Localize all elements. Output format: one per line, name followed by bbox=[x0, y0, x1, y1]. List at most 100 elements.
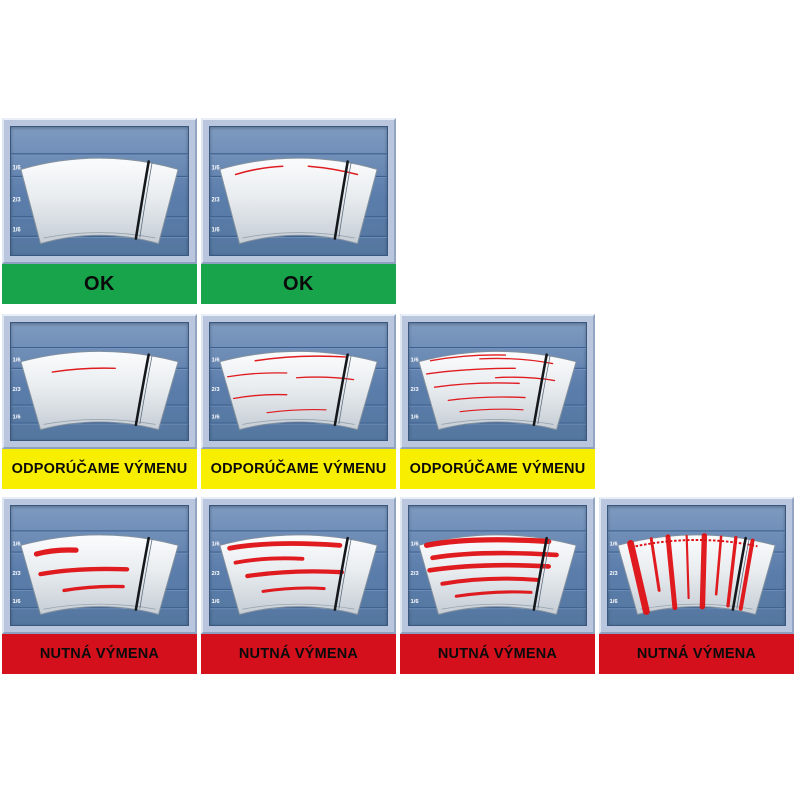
sweep-lower-arc bbox=[242, 603, 355, 610]
wiper-blade bbox=[532, 353, 548, 427]
sweep-lower-arc bbox=[441, 603, 554, 610]
zone-label: 1/6 bbox=[211, 541, 220, 547]
status-band-recommend: ODPORÚČAME VÝMENU bbox=[400, 449, 595, 489]
wiper-blade bbox=[532, 536, 548, 611]
zone-label: 1/6 bbox=[609, 541, 618, 547]
zone-label: 1/6 bbox=[410, 358, 418, 364]
wear-streak bbox=[234, 165, 284, 176]
zone-label: 1/6 bbox=[12, 599, 21, 605]
zone-label: 1/6 bbox=[211, 165, 220, 171]
wiper-blade-shadow bbox=[338, 539, 352, 609]
zone-label: 2/3 bbox=[609, 571, 618, 577]
status-band-recommend: ODPORÚČAME VÝMENU bbox=[201, 449, 396, 489]
windshield-shape bbox=[219, 350, 378, 431]
zone-label: 1/6 bbox=[410, 599, 419, 605]
wiper-blade bbox=[333, 160, 349, 240]
wear-streak bbox=[433, 382, 520, 388]
wiper-test-svg: 1/62/31/6 bbox=[409, 346, 586, 431]
wiper-blade-shadow bbox=[537, 355, 551, 425]
windshield-shape bbox=[20, 350, 179, 431]
wear-streak bbox=[261, 586, 326, 593]
status-band-required: NUTNÁ VÝMENA bbox=[2, 634, 197, 674]
status-band-ok: OK bbox=[2, 264, 197, 304]
sweep-lower-arc bbox=[242, 419, 355, 425]
zone-label: 2/3 bbox=[211, 197, 220, 203]
zone-label: 1/6 bbox=[12, 541, 21, 547]
wear-streak bbox=[685, 534, 690, 600]
wiper-blade bbox=[134, 160, 150, 240]
status-band-recommend: ODPORÚČAME VÝMENU bbox=[2, 449, 197, 489]
wear-streak bbox=[38, 566, 130, 577]
wiper-blade-shadow bbox=[338, 355, 352, 425]
windshield-shape bbox=[20, 157, 179, 245]
wear-streak bbox=[430, 550, 559, 561]
wear-streak bbox=[425, 367, 516, 375]
wear-streak bbox=[714, 535, 723, 596]
sweep-lower-arc bbox=[242, 232, 355, 239]
wiper-blade-shadow bbox=[139, 539, 153, 609]
wear-streak bbox=[494, 376, 556, 382]
wear-streak bbox=[254, 355, 347, 362]
wiper-blade bbox=[333, 353, 349, 427]
wiper-test-svg: 1/62/31/6 bbox=[210, 346, 387, 431]
diagram-panel: 1/6 2/3 1/6 bbox=[10, 505, 189, 626]
sweep-lower-arc bbox=[43, 603, 156, 610]
wear-streak bbox=[232, 393, 288, 400]
zone-label: 1/6 bbox=[12, 358, 20, 364]
zone-label: 1/6 bbox=[211, 358, 219, 364]
wiper-blade-shadow bbox=[537, 539, 551, 609]
wiper-test-svg: 1/62/31/6 bbox=[608, 530, 785, 616]
zone-label: 2/3 bbox=[12, 387, 20, 393]
wiper-test-svg: 1/62/31/6 bbox=[11, 346, 188, 431]
wear-streak bbox=[440, 576, 539, 586]
sweep-lower-arc bbox=[441, 419, 554, 425]
wear-streak bbox=[699, 533, 708, 610]
wear-streak bbox=[665, 534, 678, 611]
wear-streak bbox=[726, 536, 738, 608]
wiper-blade-shadow bbox=[736, 539, 750, 609]
zone-label: 2/3 bbox=[12, 571, 21, 577]
wear-streak bbox=[307, 165, 359, 176]
wear-streak bbox=[227, 541, 343, 551]
wiper-test-svg: 1/6 2/3 1/6 bbox=[11, 530, 188, 616]
zone-label: 1/6 bbox=[12, 165, 21, 171]
zone-label: 1/6 bbox=[211, 599, 220, 605]
wiper-blade-shadow bbox=[139, 355, 153, 425]
wiper-blade-shadow bbox=[139, 162, 153, 238]
wiper-test-svg: 1/62/31/6 bbox=[210, 153, 387, 245]
wear-streak bbox=[51, 367, 116, 373]
wear-streak bbox=[427, 562, 551, 573]
wiper-test-diagram: 1/6 2/3 1/6 bbox=[2, 497, 197, 634]
wear-streak bbox=[429, 354, 507, 362]
zone-label: 2/3 bbox=[12, 197, 21, 203]
wiper-blade-shadow bbox=[338, 162, 352, 238]
wear-streak bbox=[649, 537, 661, 592]
wiper-test-svg: 1/62/31/6 bbox=[409, 530, 586, 616]
zone-label: 1/6 bbox=[211, 414, 219, 420]
wear-streak bbox=[266, 409, 327, 414]
wear-streak bbox=[447, 396, 526, 402]
